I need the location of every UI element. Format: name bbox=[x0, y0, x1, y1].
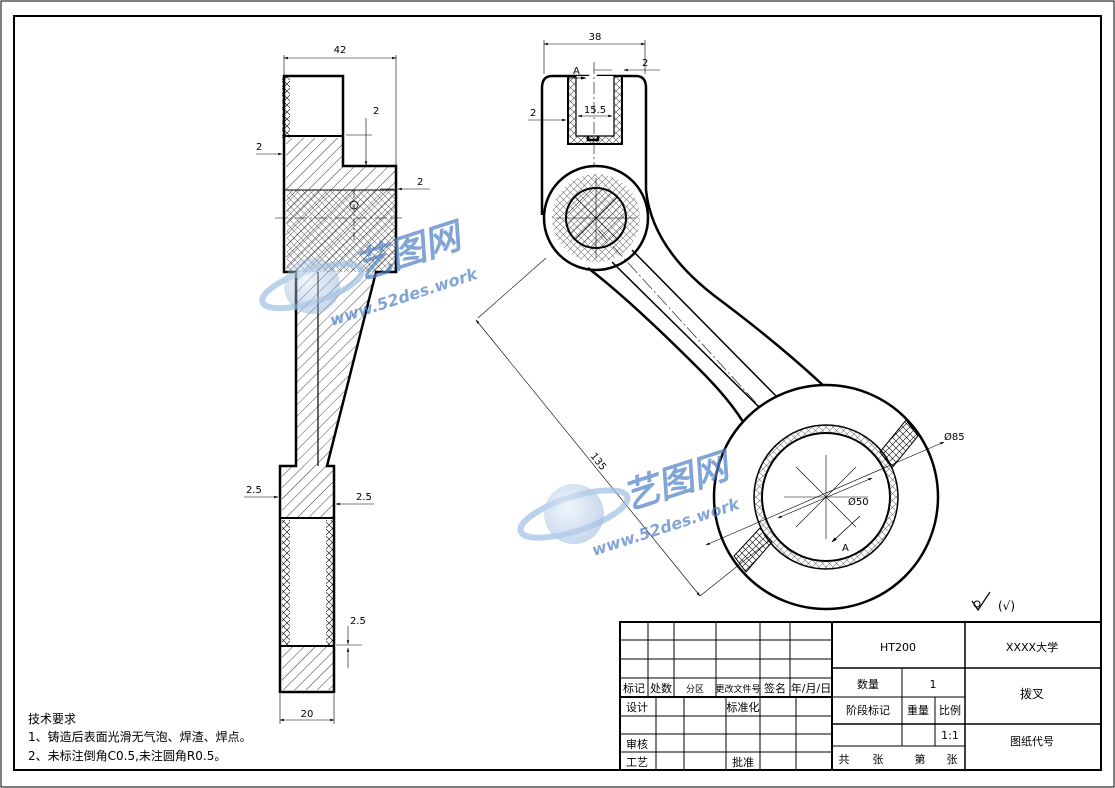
dim-side-slot-width: 15.5 bbox=[584, 105, 606, 116]
scale-label: 比例 bbox=[939, 703, 961, 717]
surface-finish-text: (√) bbox=[998, 599, 1015, 613]
dim-front-mid-right: 2.5 bbox=[356, 492, 372, 503]
quantity-value: 1 bbox=[930, 678, 937, 691]
university: XXXX大学 bbox=[1006, 640, 1058, 654]
title-block bbox=[619, 621, 1102, 771]
material: HT200 bbox=[880, 641, 916, 654]
quantity-label: 数量 bbox=[857, 678, 879, 691]
dim-front-step-top: 2 bbox=[373, 106, 379, 117]
dim-side-top-width: 38 bbox=[589, 32, 602, 43]
front-view-dimensions: 42 2 2 2 2.5 2.5 2.5 20 bbox=[244, 45, 430, 724]
surface-finish-symbol: (√) bbox=[971, 591, 1015, 613]
rev-doc: 更改文件号 bbox=[715, 683, 760, 695]
approve-label: 批准 bbox=[732, 755, 754, 769]
weight-label: 重量 bbox=[907, 703, 929, 717]
front-section-view bbox=[275, 74, 402, 694]
review-label: 审核 bbox=[626, 737, 648, 751]
side-view bbox=[540, 62, 940, 611]
rev-zone: 分区 bbox=[686, 684, 704, 695]
rev-count: 处数 bbox=[650, 682, 672, 695]
notes-line-1: 1、铸造后表面光滑无气泡、焊渣、焊点。 bbox=[28, 729, 252, 744]
sheet-no-label: 第 bbox=[915, 752, 926, 766]
dim-outer-diameter: Ø85 bbox=[944, 431, 965, 443]
section-label-bottom: A bbox=[842, 543, 849, 554]
dim-center-distance: 135 bbox=[588, 451, 608, 473]
dim-front-bottom-width: 20 bbox=[301, 709, 314, 720]
standardize-label: 标准化 bbox=[727, 700, 760, 714]
stage-mark-label: 阶段标记 bbox=[846, 703, 890, 717]
dim-front-boss-offset: 2 bbox=[417, 177, 423, 188]
dim-side-slot-left: 2 bbox=[530, 108, 536, 119]
inner-frame bbox=[13, 15, 1102, 771]
rev-mark: 标记 bbox=[623, 681, 645, 695]
process-label: 工艺 bbox=[626, 756, 648, 769]
notes-line-2: 2、未标注倒角C0.5,未注圆角R0.5。 bbox=[28, 748, 226, 763]
sheets-unit-2: 张 bbox=[947, 753, 958, 766]
part-name: 拨叉 bbox=[1020, 687, 1044, 701]
dim-front-mid-left: 2.5 bbox=[246, 485, 262, 496]
notes-heading: 技术要求 bbox=[28, 712, 76, 726]
drawing-code-label: 图纸代号 bbox=[1010, 735, 1054, 748]
technical-notes: 技术要求 1、铸造后表面光滑无气泡、焊渣、焊点。 2、未标注倒角C0.5,未注圆… bbox=[28, 712, 252, 763]
title-block-text: HT200 XXXX大学 数量 1 拨叉 阶段标记 重量 比例 1:1 图纸代号… bbox=[623, 640, 1058, 769]
scale-value: 1:1 bbox=[941, 729, 959, 742]
dim-front-bottom-offset: 2.5 bbox=[350, 616, 366, 627]
sheets-unit-1: 张 bbox=[873, 753, 884, 766]
section-label-top: A bbox=[573, 66, 580, 77]
design-label: 设计 bbox=[626, 701, 648, 714]
dim-front-width: 42 bbox=[334, 45, 347, 56]
watermark-bottom: 艺图网 www.52des.work bbox=[517, 445, 743, 560]
dim-front-left-offset: 2 bbox=[256, 142, 262, 153]
sheets-total-label: 共 bbox=[839, 753, 850, 766]
dim-inner-diameter: Ø50 bbox=[848, 496, 869, 508]
rev-date: 年/月/日 bbox=[791, 681, 831, 695]
rev-sign: 签名 bbox=[764, 681, 786, 695]
dim-side-slot-right: 2 bbox=[642, 58, 648, 69]
